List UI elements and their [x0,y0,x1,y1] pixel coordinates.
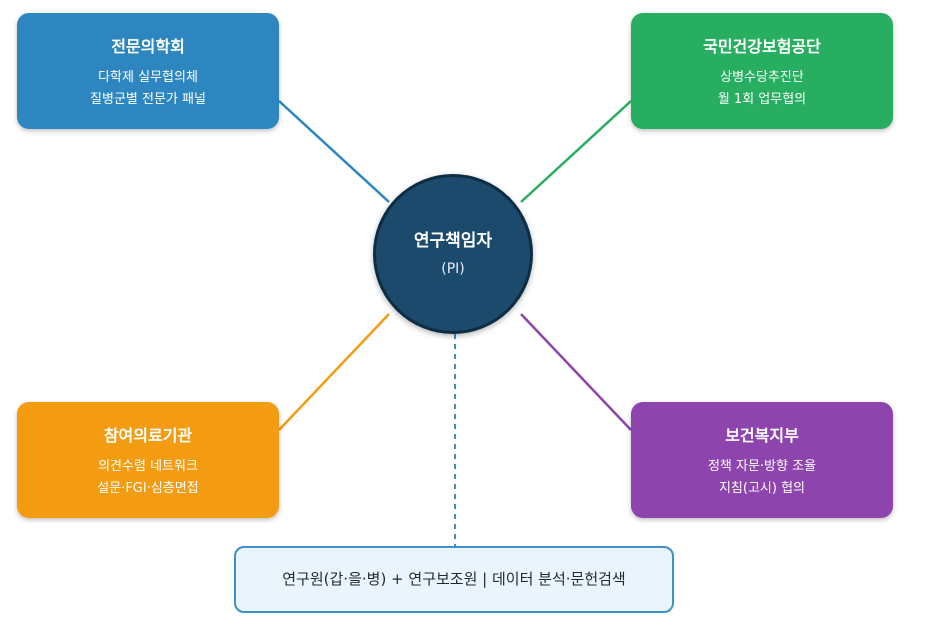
center-title: 연구책임자 [413,231,493,251]
node-title: 보건복지부 [725,426,799,445]
connector-bottom-right [520,313,632,431]
node-line: 다학제 실무협의체 [98,70,198,85]
center-subtitle: (PI) [441,261,465,277]
node-line: 월 1회 업무협의 [717,92,807,107]
center-principal-investigator: 연구책임자 (PI) [373,174,533,334]
connector-bottom-left [278,313,390,431]
node-line: 질병군별 전문가 패널 [90,92,206,107]
node-ministry-of-health: 보건복지부 정책 자문·방향 조율 지침(고시) 협의 [631,402,893,518]
node-health-insurance-service: 국민건강보험공단 상병수당추진단 월 1회 업무협의 [631,13,893,129]
node-line: 정책 자문·방향 조율 [707,459,817,474]
node-line: 지침(고시) 협의 [718,481,806,496]
node-medical-society: 전문의학회 다학제 실무협의체 질병군별 전문가 패널 [17,13,279,129]
support-text: 연구원(갑·을·병) + 연구보조원 | 데이터 분석·문헌검색 [282,570,626,588]
node-title: 참여의료기관 [103,426,193,445]
support-team-box: 연구원(갑·을·병) + 연구보조원 | 데이터 분석·문헌검색 [234,546,674,613]
node-title: 전문의학회 [111,37,185,56]
node-line: 상병수당추진단 [720,70,804,85]
node-line: 의견수렴 네트워크 [98,459,198,474]
connector-top-right [520,100,632,203]
node-participating-institutions: 참여의료기관 의견수렴 네트워크 설문·FGI·심층면접 [17,402,279,518]
connector-top-left [278,100,390,203]
node-line: 설문·FGI·심층면접 [97,481,199,496]
node-title: 국민건강보험공단 [703,37,821,56]
